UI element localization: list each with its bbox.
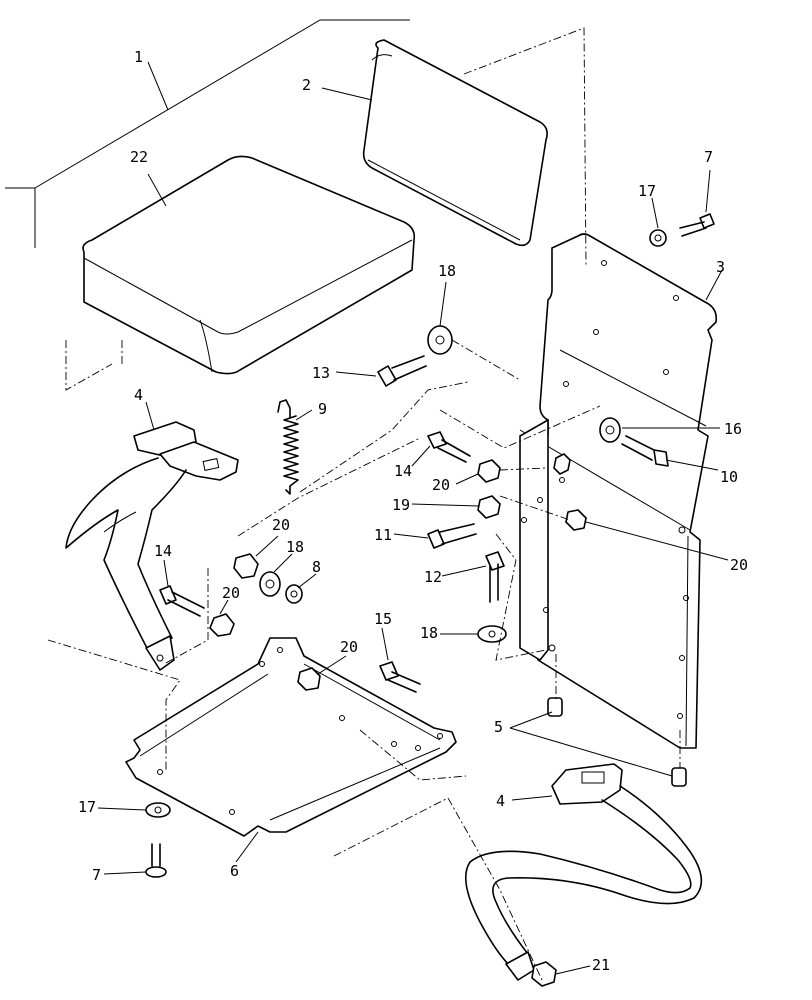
callout-22: 22: [130, 148, 148, 166]
callout-labels: 1 2 22 3 17 7 18 13 4 9 16 10 20 14 20 1…: [78, 48, 748, 974]
leader-lines: [97, 61, 729, 975]
callout-3: 3: [716, 258, 725, 276]
callout-20-left: 20: [272, 516, 290, 534]
callout-7-top: 7: [704, 148, 713, 166]
seat-base-plate: [125, 637, 457, 837]
callout-20-mid: 20: [432, 476, 450, 494]
callout-14-right: 14: [394, 462, 412, 480]
callout-14-left: 14: [154, 542, 172, 560]
callout-18-left: 18: [286, 538, 304, 556]
callout-17-lower: 17: [78, 798, 96, 816]
callout-21: 21: [592, 956, 610, 974]
callout-20-leftlower: 20: [222, 584, 240, 602]
seat-cushion: [82, 155, 416, 375]
assembly-bracket: [5, 19, 410, 248]
seat-belt-buckle-left: [65, 421, 239, 671]
callout-4-right: 4: [496, 792, 505, 810]
callout-6: 6: [230, 862, 239, 880]
callout-19: 19: [392, 496, 410, 514]
callout-7-lower: 7: [92, 866, 101, 884]
seat-back-plate: [519, 233, 718, 749]
callout-13: 13: [312, 364, 330, 382]
callout-8: 8: [312, 558, 321, 576]
callout-2: 2: [302, 76, 311, 94]
assembly-lines: [47, 27, 681, 981]
callout-15: 15: [374, 610, 392, 628]
hardware: [145, 213, 715, 987]
callout-12: 12: [424, 568, 442, 586]
callout-1: 1: [134, 48, 143, 66]
callout-18-lower: 18: [420, 624, 438, 642]
callout-16: 16: [724, 420, 742, 438]
callout-20-base: 20: [340, 638, 358, 656]
callout-9: 9: [318, 400, 327, 418]
callout-11: 11: [374, 526, 392, 544]
callout-5: 5: [494, 718, 503, 736]
callout-20-right: 20: [730, 556, 748, 574]
backrest-cushion: [362, 39, 548, 247]
spring: [277, 399, 299, 495]
callout-17-top: 17: [638, 182, 656, 200]
callout-18-top: 18: [438, 262, 456, 280]
callout-10: 10: [720, 468, 738, 486]
callout-4-left: 4: [134, 386, 143, 404]
